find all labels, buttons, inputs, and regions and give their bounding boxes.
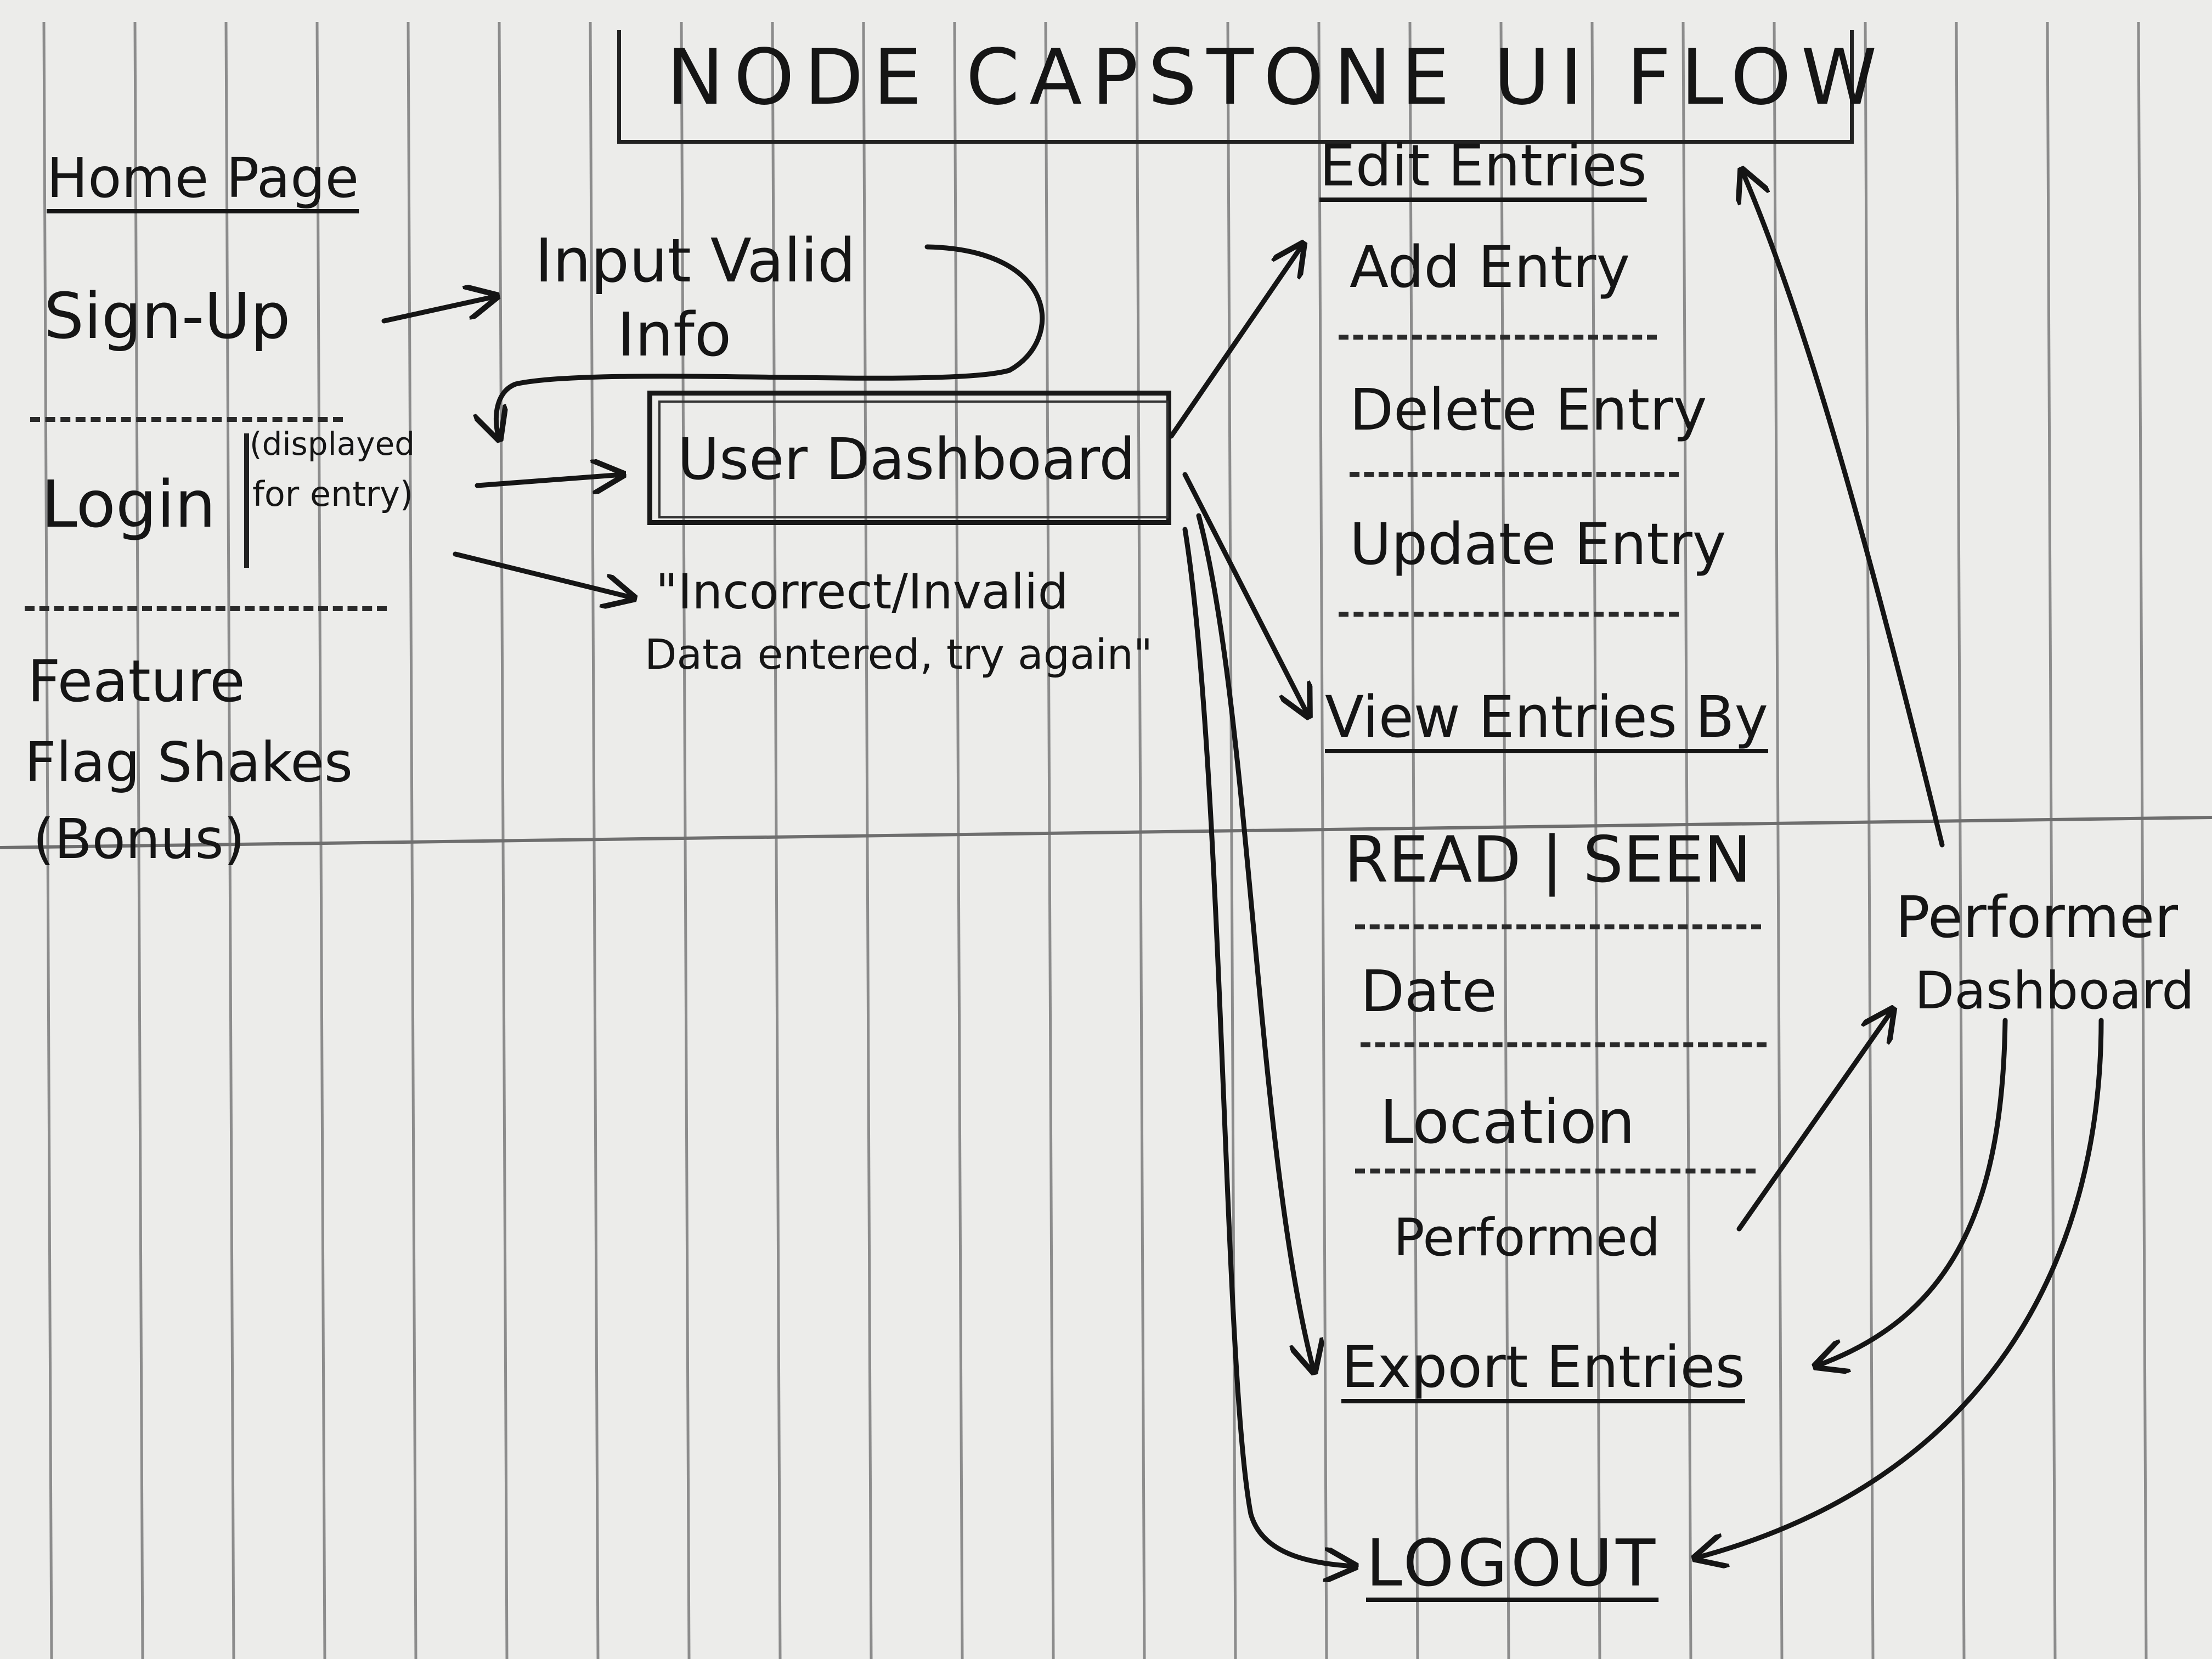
- feature-line-3: (Bonus): [33, 807, 245, 871]
- ruled-line: [2137, 21, 2148, 1659]
- export-entries-node: Export Entries: [1341, 1334, 1745, 1401]
- ruled-line: [1773, 21, 1784, 1659]
- input-valid-info-line-1: Input Valid: [535, 225, 856, 296]
- delete-entry-node: Delete Entry: [1350, 376, 1707, 443]
- ruled-line: [315, 21, 326, 1659]
- ruled-line: [2046, 21, 2057, 1659]
- add-entry-node: Add Entry: [1350, 234, 1630, 301]
- divider-delete-update: [1350, 472, 1679, 477]
- divider-add-delete: [1339, 335, 1657, 340]
- ruled-line: [224, 21, 235, 1659]
- ruled-line: [1590, 21, 1601, 1659]
- ruled-line: [1317, 21, 1328, 1659]
- ruled-line: [1044, 21, 1055, 1659]
- ruled-line: [1226, 21, 1237, 1659]
- location-node: Location: [1380, 1087, 1635, 1157]
- divider-location-performed: [1355, 1169, 1756, 1173]
- divider-read-date: [1355, 924, 1761, 929]
- ruled-line: [1135, 21, 1146, 1659]
- login-note-line-1: (displayed: [250, 425, 415, 462]
- signup-node: Sign-Up: [44, 280, 291, 353]
- ruled-line: [1499, 21, 1510, 1659]
- login-node: Login: [41, 466, 216, 542]
- ruled-line: [133, 21, 144, 1659]
- error-message-line-1: "Incorrect/Invalid: [656, 563, 1069, 620]
- logout-node: LOGOUT: [1366, 1525, 1659, 1601]
- divider-signup-login: [30, 417, 343, 422]
- login-note-bar: [244, 433, 249, 568]
- ruled-line: [1864, 21, 1875, 1659]
- performer-dashboard-line-2: Dashboard: [1915, 961, 2194, 1021]
- ruled-line: [1408, 21, 1419, 1659]
- divider-login-feature: [25, 606, 387, 611]
- feature-line-1: Feature: [27, 648, 245, 715]
- performed-node: Performed: [1393, 1208, 1661, 1268]
- edit-entries-heading: Edit Entries: [1319, 132, 1647, 199]
- date-node: Date: [1361, 958, 1497, 1025]
- ruled-line: [862, 21, 873, 1659]
- view-entries-by-heading: View Entries By: [1325, 684, 1769, 751]
- user-dashboard-label: User Dashboard: [678, 426, 1136, 493]
- login-note-line-2: for entry): [252, 474, 414, 514]
- diagram-title: NODE CAPSTONE UI FLOW: [667, 33, 1887, 122]
- update-entry-node: Update Entry: [1350, 511, 1726, 578]
- input-valid-info-line-2: Info: [617, 300, 732, 370]
- divider-update-view: [1339, 612, 1679, 617]
- title-frame: [617, 30, 1854, 144]
- ruled-line: [1681, 21, 1692, 1659]
- performer-dashboard-line-1: Performer: [1895, 884, 2178, 951]
- feature-line-2: Flag Shakes: [25, 730, 353, 794]
- divider-date-location: [1361, 1042, 1767, 1047]
- ruled-line: [1955, 21, 1966, 1659]
- paper-fold-crease: [0, 816, 2212, 849]
- ruled-line: [953, 21, 964, 1659]
- error-message-line-2: Data entered, try again": [645, 630, 1153, 679]
- ruled-line: [42, 21, 53, 1659]
- read-seen-node: READ | SEEN: [1344, 823, 1752, 897]
- home-page-heading: Home Page: [47, 146, 359, 210]
